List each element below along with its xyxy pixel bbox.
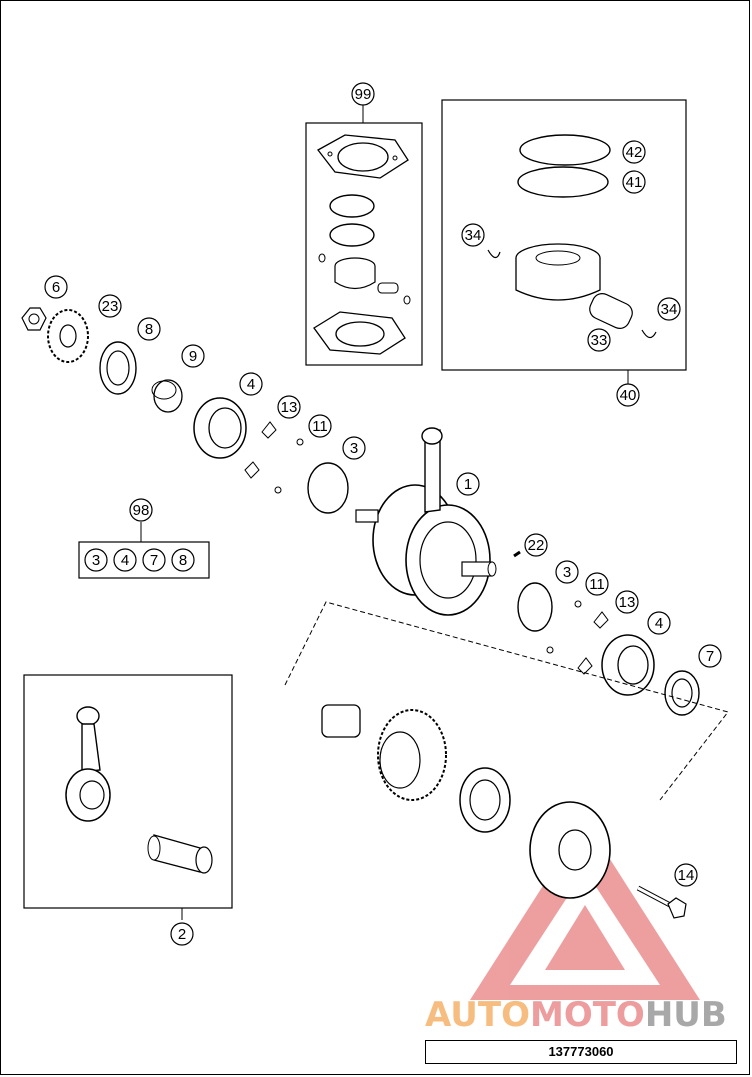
callout-13-left: 13 bbox=[277, 395, 301, 419]
svg-text:6: 6 bbox=[52, 279, 60, 296]
piston-kit-group bbox=[441, 99, 687, 384]
svg-text:42: 42 bbox=[626, 144, 643, 161]
callout-4-right: 4 bbox=[647, 611, 671, 635]
starter-parts-group bbox=[284, 601, 729, 919]
svg-text:34: 34 bbox=[661, 301, 678, 318]
callout-11-right: 11 bbox=[585, 572, 609, 596]
callout-6: 6 bbox=[44, 275, 68, 299]
watermark-text: AUTOMOTOHUB bbox=[425, 995, 727, 1035]
svg-text:3: 3 bbox=[563, 564, 571, 581]
callout-7: 7 bbox=[698, 644, 722, 668]
svg-text:3: 3 bbox=[92, 552, 100, 569]
kit-98-box bbox=[78, 522, 210, 579]
callout-14: 14 bbox=[674, 863, 698, 887]
conrod-kit-group bbox=[23, 674, 233, 920]
callout-34-left: 34 bbox=[461, 223, 485, 247]
svg-text:9: 9 bbox=[189, 348, 197, 365]
callout-3-left: 3 bbox=[342, 436, 366, 460]
part-number-label: 137773060 bbox=[425, 1040, 737, 1064]
callout-23: 23 bbox=[98, 294, 122, 318]
svg-text:33: 33 bbox=[591, 332, 608, 349]
svg-text:2: 2 bbox=[178, 926, 186, 943]
svg-text:13: 13 bbox=[619, 594, 636, 611]
kit-98-item: 3 bbox=[84, 548, 108, 572]
callout-13-right: 13 bbox=[615, 590, 639, 614]
svg-text:4: 4 bbox=[247, 376, 255, 393]
watermark-auto: AUTOMOTOHUB bbox=[425, 995, 727, 1035]
callout-22: 22 bbox=[524, 533, 548, 557]
callout-4-left: 4 bbox=[239, 372, 263, 396]
svg-text:99: 99 bbox=[355, 86, 372, 103]
right-shaft-parts bbox=[513, 550, 700, 716]
callout-40: 40 bbox=[616, 383, 640, 407]
svg-text:4: 4 bbox=[121, 552, 129, 569]
svg-text:8: 8 bbox=[145, 321, 153, 338]
callout-98: 98 bbox=[129, 498, 153, 522]
callouts: 99 42 41 34 34 33 40 6 23 8 9 4 13 11 3 … bbox=[44, 82, 722, 946]
svg-text:34: 34 bbox=[465, 227, 482, 244]
kit-98-item: 4 bbox=[113, 548, 137, 572]
callout-1: 1 bbox=[456, 472, 480, 496]
callout-33: 33 bbox=[587, 328, 611, 352]
callout-2: 2 bbox=[170, 922, 194, 946]
svg-text:14: 14 bbox=[678, 867, 695, 884]
kit-98-item: 8 bbox=[171, 548, 195, 572]
callout-34-right: 34 bbox=[657, 297, 681, 321]
kit-98-items: 3 4 7 8 bbox=[84, 548, 195, 572]
callout-8: 8 bbox=[137, 317, 161, 341]
svg-text:41: 41 bbox=[626, 174, 643, 191]
callout-9: 9 bbox=[181, 344, 205, 368]
svg-text:13: 13 bbox=[281, 399, 298, 416]
callout-41: 41 bbox=[622, 170, 646, 194]
svg-text:4: 4 bbox=[655, 615, 663, 632]
svg-text:7: 7 bbox=[150, 552, 158, 569]
svg-text:11: 11 bbox=[589, 576, 605, 593]
callout-3-right: 3 bbox=[555, 560, 579, 584]
svg-text:8: 8 bbox=[179, 552, 187, 569]
watermark-logo bbox=[470, 820, 700, 1000]
svg-text:22: 22 bbox=[528, 537, 545, 554]
svg-text:23: 23 bbox=[102, 298, 119, 315]
callout-42: 42 bbox=[622, 140, 646, 164]
svg-text:1: 1 bbox=[464, 476, 472, 493]
callout-99: 99 bbox=[351, 82, 375, 106]
crankshaft-assembly bbox=[355, 427, 497, 616]
left-shaft-parts bbox=[21, 307, 349, 514]
svg-text:7: 7 bbox=[706, 648, 714, 665]
gasket-kit-group bbox=[305, 105, 423, 366]
callout-11-left: 11 bbox=[308, 414, 332, 438]
kit-98-item: 7 bbox=[142, 548, 166, 572]
svg-text:98: 98 bbox=[133, 502, 150, 519]
svg-text:40: 40 bbox=[620, 387, 637, 404]
svg-text:3: 3 bbox=[350, 440, 358, 457]
svg-text:11: 11 bbox=[312, 418, 328, 435]
